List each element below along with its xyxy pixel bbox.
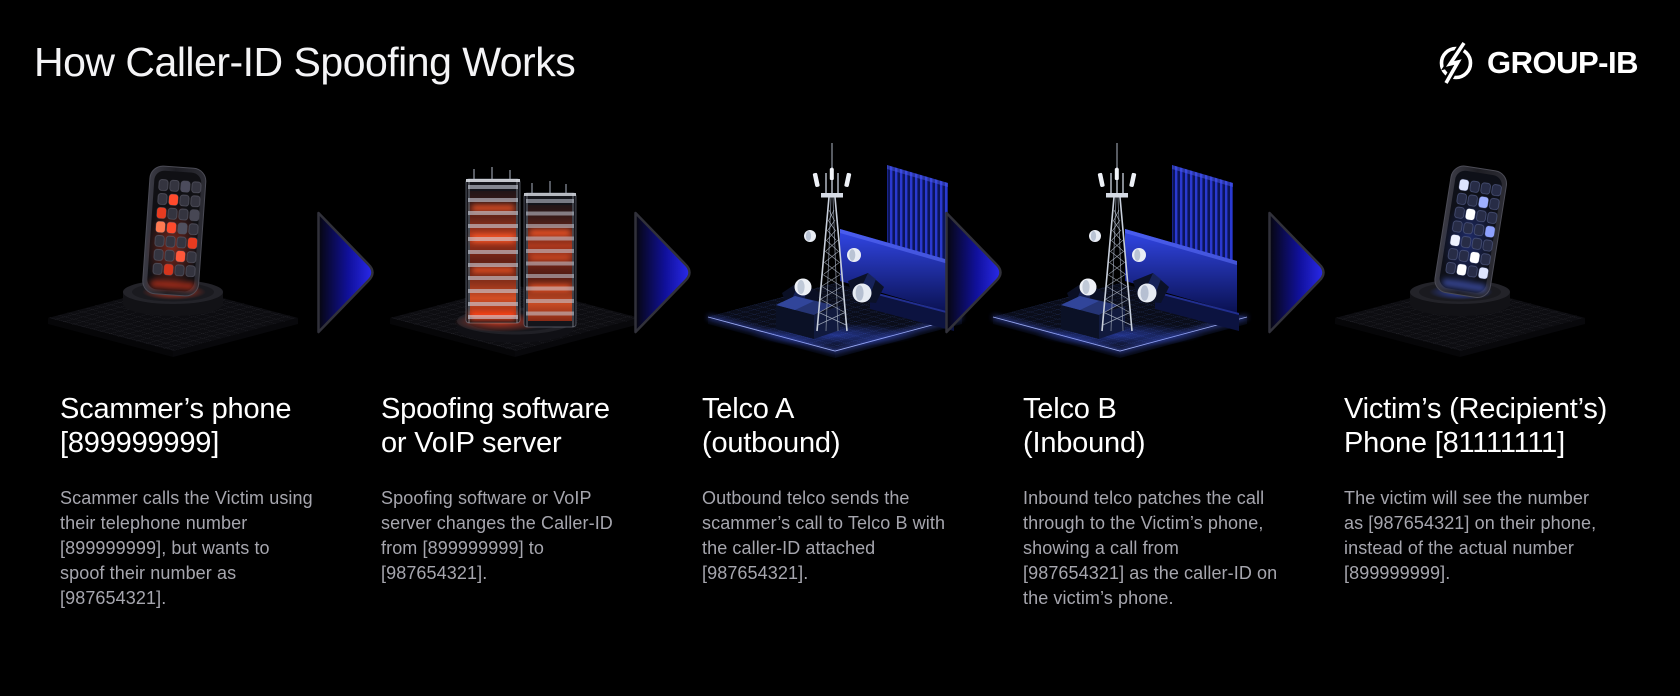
illustration-telco-b	[975, 135, 1265, 370]
illustration-victim-phone	[1315, 135, 1605, 370]
step-title-line: Victim’s (Recipient’s)	[1344, 393, 1608, 425]
brand-logo: GROUP-IB	[1436, 41, 1639, 85]
step-title-line: Spoofing software	[381, 393, 610, 425]
step-title-line: (outbound)	[702, 427, 841, 459]
step-title: Scammer’s phone [899999999]	[60, 392, 319, 460]
step-title-line: Scammer’s phone	[60, 393, 292, 425]
step-5-victim-phone: Victim’s (Recipient’s) Phone [81111111] …	[1344, 392, 1608, 611]
illustration-scammer-phone	[28, 135, 318, 370]
step-description: The victim will see the number as [98765…	[1344, 488, 1597, 583]
step-4-telco-b: Telco B (Inbound) Inbound telco patches …	[1023, 392, 1282, 611]
step-title: Telco B (Inbound)	[1023, 392, 1282, 460]
header: How Caller-ID Spoofing Works GROUP-IB	[0, 0, 1680, 96]
step-description: Spoofing software or VoIP server changes…	[381, 488, 613, 583]
step-description: Inbound telco patches the call through t…	[1023, 488, 1278, 608]
illustration-voip-server	[370, 135, 660, 370]
flow-arrow-icon	[317, 211, 374, 334]
step-2-spoofing-software: Spoofing software or VoIP server Spoofin…	[381, 392, 640, 611]
illustration-telco-a	[690, 135, 980, 370]
step-title-line: (Inbound)	[1023, 427, 1146, 459]
step-title-line: Phone [81111111]	[1344, 427, 1565, 459]
step-description: Outbound telco sends the scammer’s call …	[702, 488, 946, 583]
flow-arrow-icon	[634, 211, 691, 334]
step-title-line: Telco A	[702, 393, 795, 425]
step-title-line: Telco B	[1023, 393, 1117, 425]
page-title: How Caller-ID Spoofing Works	[34, 39, 576, 86]
step-title-line: or VoIP server	[381, 427, 562, 459]
step-1-scammer-phone: Scammer’s phone [899999999] Scammer call…	[60, 392, 319, 611]
group-ib-logo-icon	[1439, 41, 1473, 85]
flow-arrow-icon	[945, 211, 1002, 334]
steps-row: Scammer’s phone [899999999] Scammer call…	[60, 392, 1608, 611]
flow-arrow-icon	[1268, 211, 1325, 334]
step-title: Spoofing software or VoIP server	[381, 392, 640, 460]
step-title: Telco A (outbound)	[702, 392, 961, 460]
step-3-telco-a: Telco A (outbound) Outbound telco sends …	[702, 392, 961, 611]
step-description: Scammer calls the Victim using their tel…	[60, 488, 313, 608]
step-title: Victim’s (Recipient’s) Phone [81111111]	[1344, 392, 1608, 460]
step-title-line: [899999999]	[60, 427, 220, 459]
brand-name: GROUP-IB	[1487, 45, 1639, 80]
